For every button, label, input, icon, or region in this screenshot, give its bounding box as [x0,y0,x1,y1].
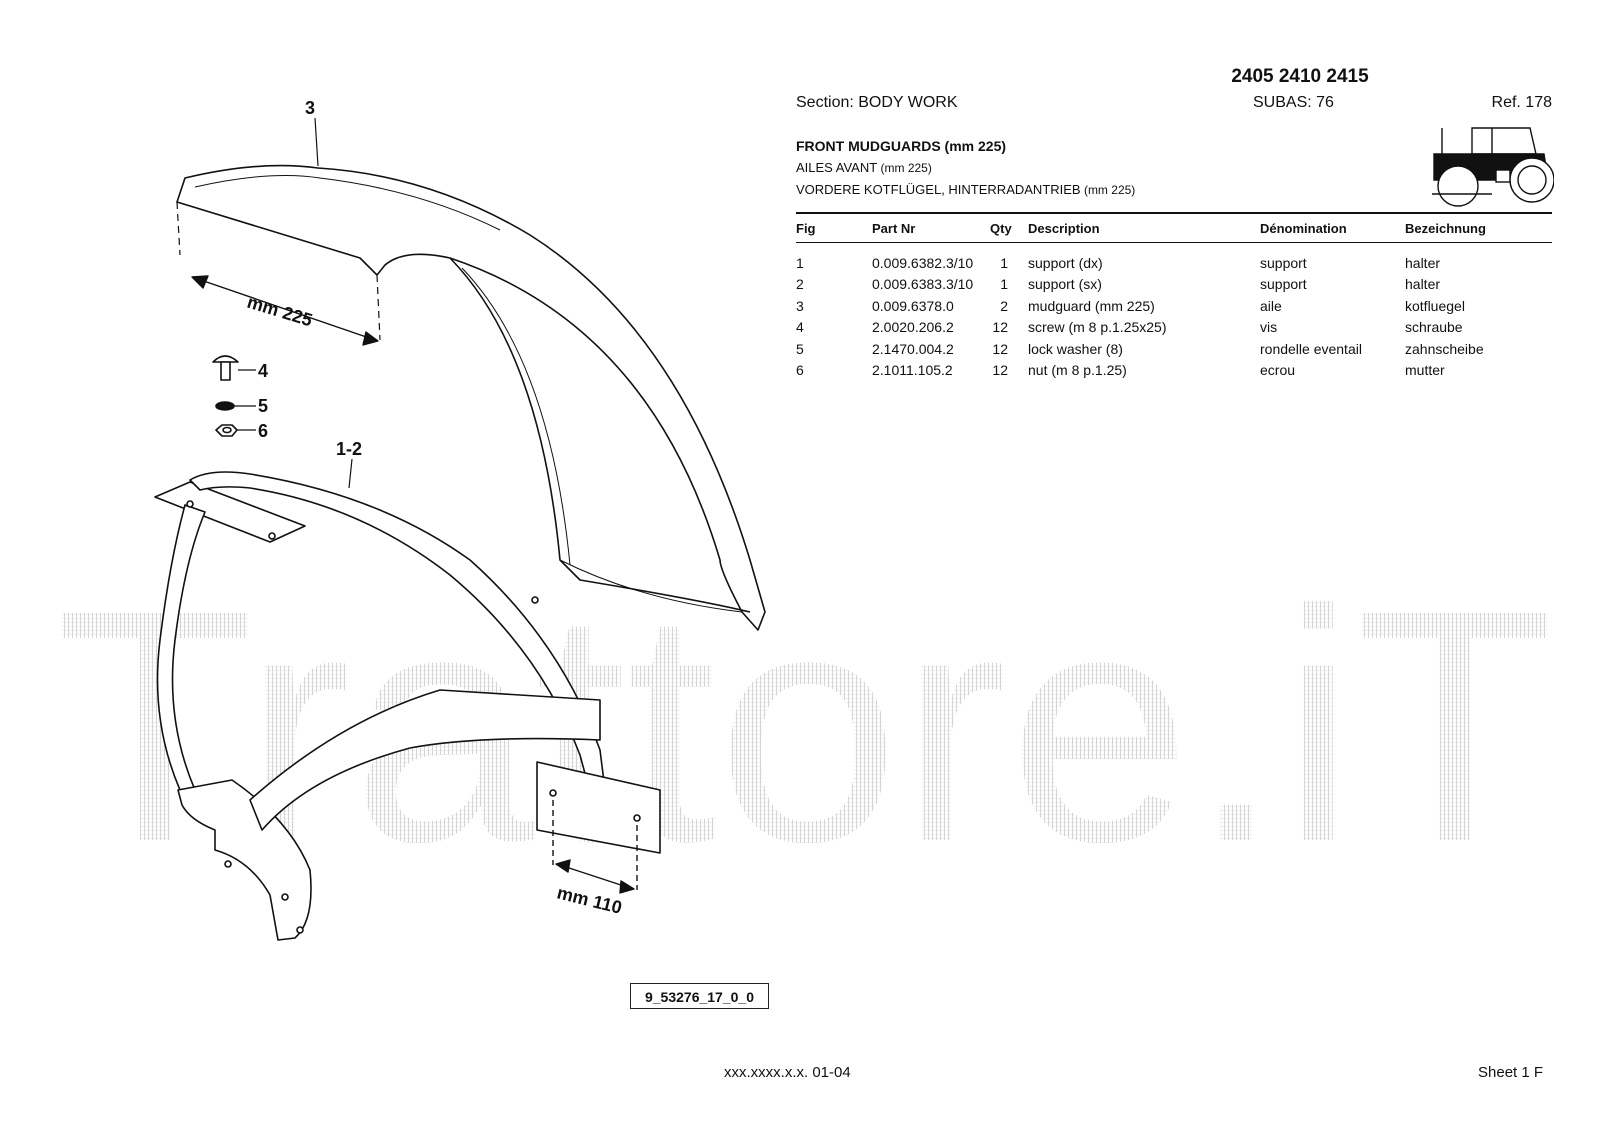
cell-qty: 12 [992,319,1008,336]
col-denomination: Dénomination [1260,220,1347,236]
table-row: 3 0.009.6378.0 2 mudguard (mm 225) aile … [796,295,1552,317]
title-french-main: AILES AVANT [796,160,878,175]
table-header-rule [796,242,1552,243]
section-label: Section: BODY WORK [796,94,958,111]
cell-fig: 2 [796,276,804,293]
cell-fig: 6 [796,362,804,379]
callout-mudguard: 3 [305,98,315,118]
col-qty: Qty [990,220,1012,236]
cell-desc: support (sx) [1028,276,1102,293]
col-description: Description [1028,220,1100,236]
table-row: 4 2.0020.206.2 12 screw (m 8 p.1.25x25) … [796,317,1552,339]
cell-desc: support (dx) [1028,254,1103,271]
cell-den: support [1260,254,1307,271]
callout-washer: 5 [258,396,268,416]
cell-bez: mutter [1405,362,1445,379]
cell-part: 0.009.6382.3/10 [872,254,974,271]
cell-bez: zahnscheibe [1405,340,1484,357]
table-header-row: Fig Part Nr Qty Description Dénomination… [796,214,1552,242]
cell-desc: screw (m 8 p.1.25x25) [1028,319,1167,336]
cell-den: aile [1260,297,1282,314]
washer-illustration [215,401,256,411]
title-french: AILES AVANT (mm 225) [796,160,932,175]
cell-fig: 4 [796,319,804,336]
cell-part: 0.009.6378.0 [872,297,954,314]
dimension-label-110: mm 110 [555,882,624,917]
cell-desc: mudguard (mm 225) [1028,297,1155,314]
callout-nut: 6 [258,421,268,441]
cell-part: 2.1011.105.2 [872,362,953,379]
table-row: 2 0.009.6383.3/10 1 support (sx) support… [796,274,1552,296]
cell-qty: 1 [1000,276,1008,293]
footer-code: xxx.xxxx.x.x. 01-04 [724,1064,851,1081]
col-fig: Fig [796,220,816,236]
cell-qty: 12 [992,340,1008,357]
dimension-label-225: mm 225 [245,292,315,331]
parts-table: Fig Part Nr Qty Description Dénomination… [796,214,1552,381]
table-top-rule [796,212,1552,214]
cell-den: rondelle eventail [1260,340,1362,357]
cell-bez: kotfluegel [1405,297,1465,314]
title-german: VORDERE KOTFLÜGEL, HINTERRADANTRIEB (mm … [796,182,1135,197]
callout-support: 1-2 [336,439,362,459]
cell-den: support [1260,276,1307,293]
cell-fig: 1 [796,254,804,271]
exploded-parts-drawing: 3 1-2 4 5 6 mm 225 mm 110 [154,98,766,941]
subas-label: SUBAS: 76 [1253,94,1334,111]
cell-qty: 2 [1000,297,1008,314]
cell-den: ecrou [1260,362,1296,379]
ref-label: Ref. 178 [1491,94,1552,111]
screw-illustration [212,355,256,381]
title-german-main: VORDERE KOTFLÜGEL, HINTERRADANTRIEB [796,182,1081,197]
cell-part: 2.1470.004.2 [872,340,954,357]
cell-desc: nut (m 8 p.1.25) [1028,362,1127,379]
footer-sheet: Sheet 1 F [1478,1064,1544,1081]
title-german-sub: (mm 225) [1080,183,1136,197]
cell-bez: halter [1405,254,1441,271]
cell-bez: schraube [1405,319,1463,336]
col-bezeichnung: Bezeichnung [1405,220,1486,236]
mudguard-illustration [176,117,766,631]
col-part-nr: Part Nr [872,220,916,236]
cell-den: vis [1260,319,1278,336]
drawing-id-box: 9_53276_17_0_0 [630,983,769,1009]
title-english: FRONT MUDGUARDS (mm 225) [796,138,1007,154]
nut-illustration [215,424,256,437]
cell-bez: halter [1405,276,1441,293]
dimension-mm110 [552,800,638,894]
cell-fig: 3 [796,297,804,314]
cell-qty: 12 [992,362,1008,379]
cell-fig: 5 [796,340,804,357]
cell-part: 0.009.6383.3/10 [872,276,974,293]
table-row: 1 0.009.6382.3/10 1 support (dx) support… [796,252,1552,274]
model-numbers: 2405 2410 2415 [1231,66,1369,87]
callout-screw: 4 [258,361,268,381]
table-row: 5 2.1470.004.2 12 lock washer (8) rondel… [796,338,1552,360]
section-header-row: Section: BODY WORK SUBAS: 76 Ref. 178 [796,94,1552,116]
title-french-sub: (mm 225) [877,161,932,175]
cell-desc: lock washer (8) [1028,340,1123,357]
table-row: 6 2.1011.105.2 12 nut (m 8 p.1.25) ecrou… [796,360,1552,382]
support-bracket-illustration [154,458,661,941]
tractor-silhouette-icon [1432,127,1554,207]
cell-qty: 1 [1000,254,1008,271]
cell-part: 2.0020.206.2 [872,319,954,336]
dimension-mm225 [191,275,379,346]
